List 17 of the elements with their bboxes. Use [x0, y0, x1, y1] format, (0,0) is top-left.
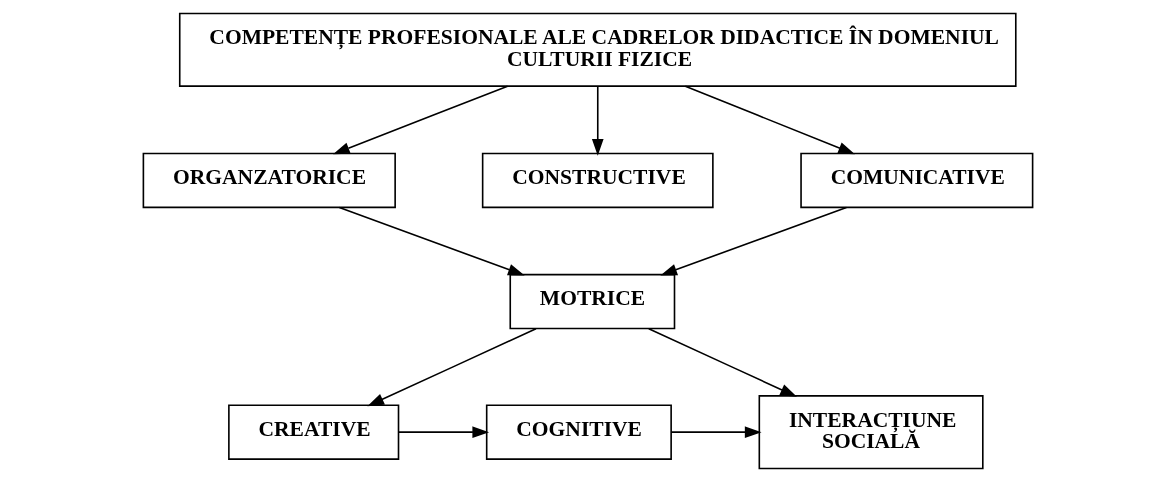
node-box: MOTRICE: [509, 273, 676, 330]
arrow: [591, 85, 604, 156]
node-box: COMPETENȚE PROFESIONALE ALE CADRELOR DIDACTICE ÎN DOMENIUL CULTURII FIZICE: [178, 12, 1017, 87]
arrow: [397, 426, 490, 439]
arrow: [660, 206, 848, 276]
arrow: [367, 328, 537, 407]
node-box: INTERACȚIUNE SOCIALĂ: [758, 395, 984, 470]
arrow: [333, 85, 509, 155]
node-box: CREATIVE: [228, 404, 400, 460]
arrow: [684, 85, 855, 155]
arrow: [670, 426, 762, 439]
node-box: COGNITIVE: [485, 404, 672, 460]
arrow: [338, 206, 525, 276]
arrow: [647, 328, 797, 397]
node-box: COMUNICATIVE: [800, 152, 1034, 209]
node-box: CONSTRUCTIVE: [481, 152, 714, 209]
node-box: ORGANZATORICE: [142, 152, 396, 209]
